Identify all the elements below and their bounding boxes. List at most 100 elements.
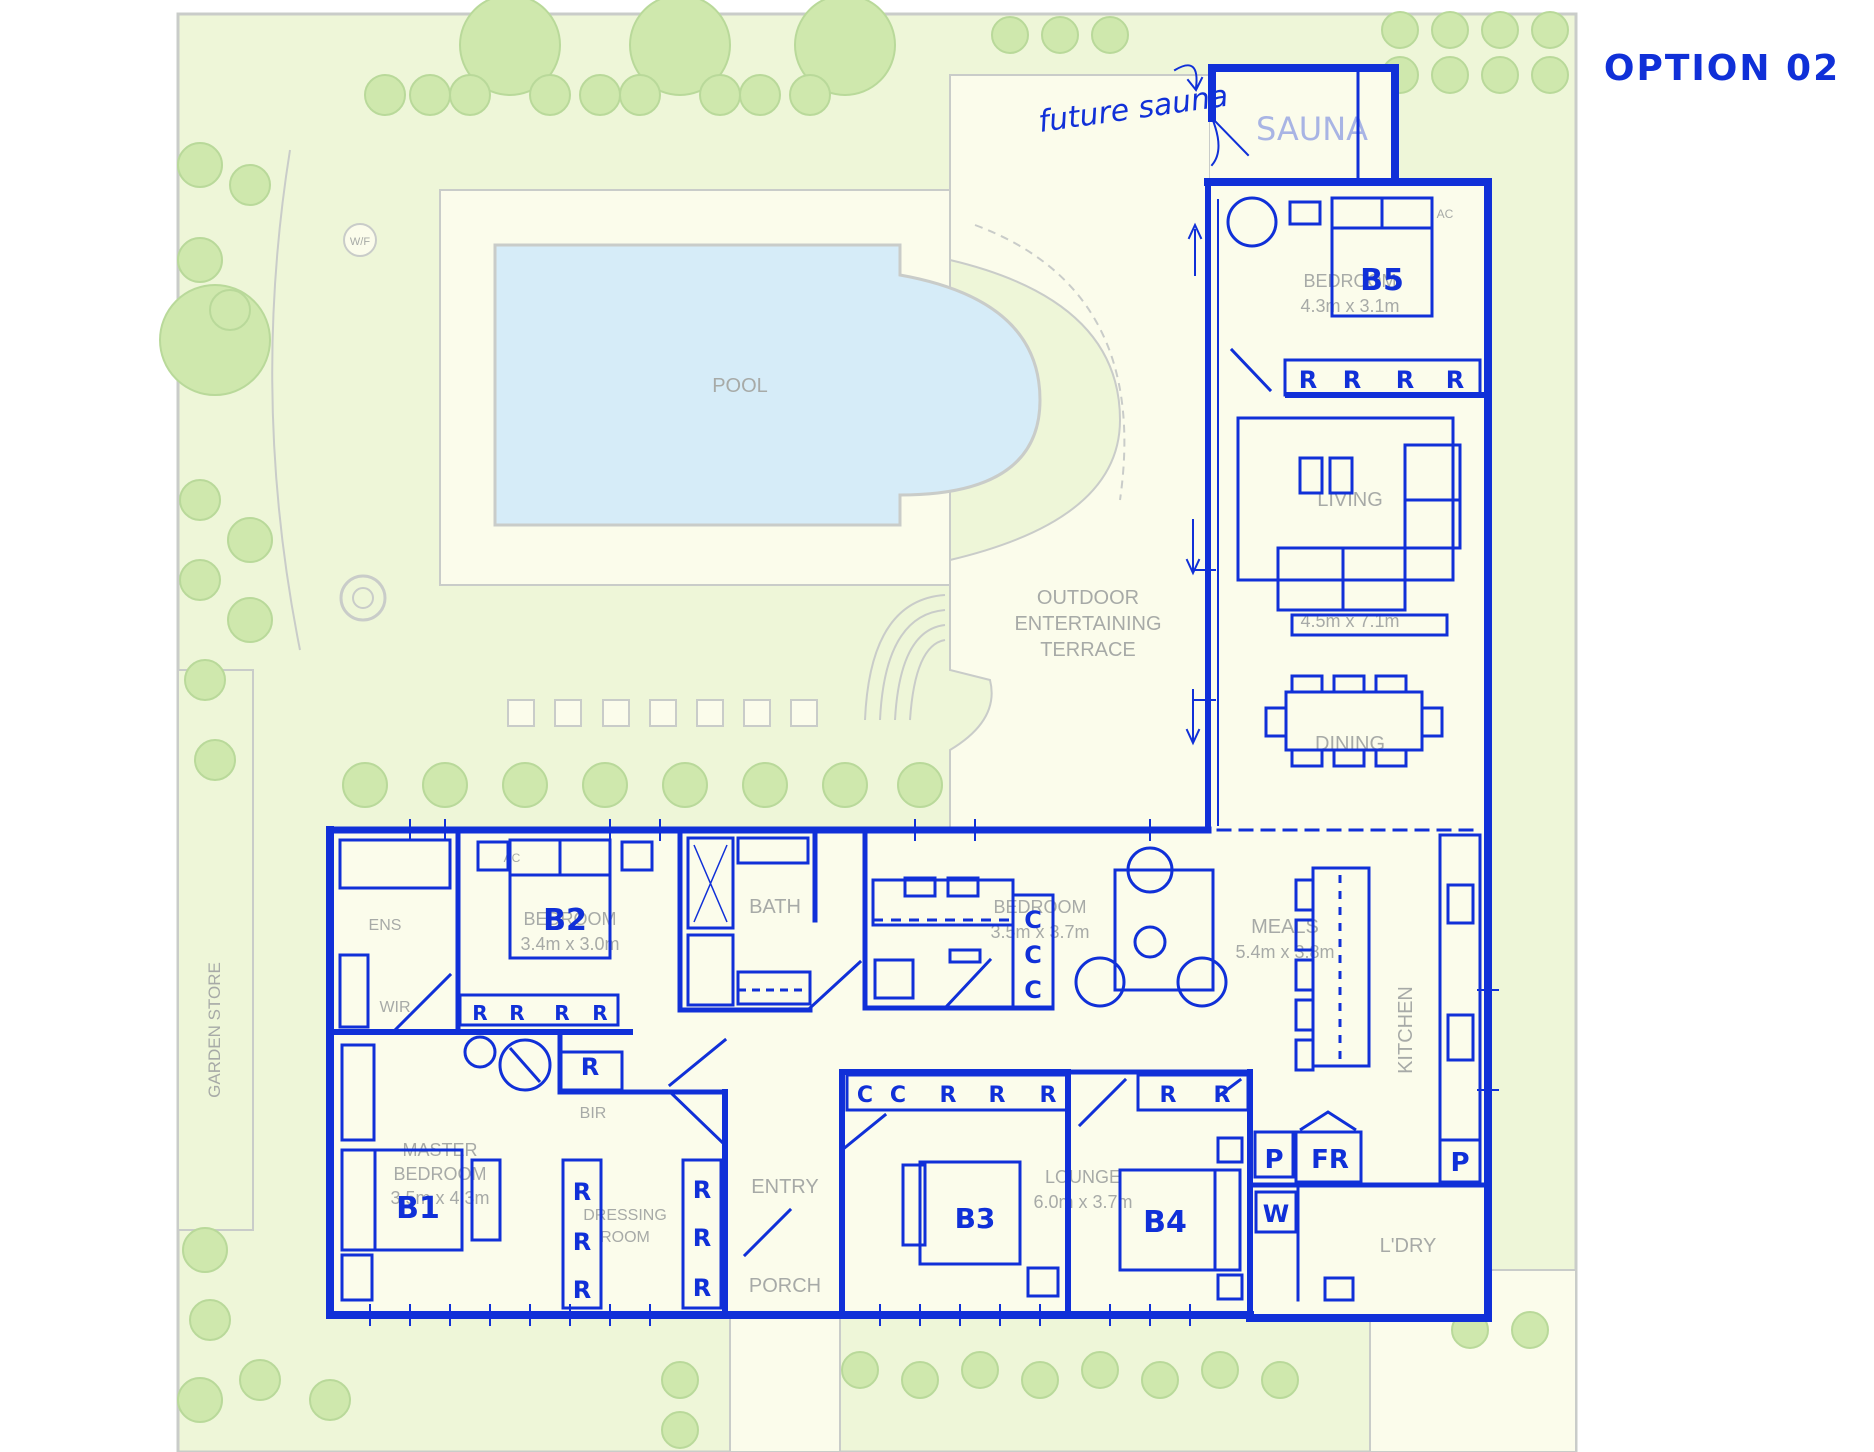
dressing-robe-east [681, 1158, 723, 1310]
garden-feature-core [352, 587, 374, 609]
fridge-label: FR [1311, 1145, 1349, 1175]
robe-label-dress-w3: R [573, 1276, 591, 1304]
robe-label-bir: R [581, 1053, 599, 1081]
sauna-door [1210, 116, 1250, 167]
marker-walls [326, 64, 1499, 1326]
meals-table [1113, 868, 1215, 992]
master-bed [340, 1148, 464, 1252]
b2-side-1 [476, 840, 510, 872]
robe-label-b3-c1: C [857, 1083, 873, 1108]
b2-label: B2 [543, 903, 587, 938]
kitchen-pantry-label: P [1450, 1148, 1469, 1178]
mid-desk-2 [873, 958, 915, 1000]
lounge-size: 6.0m x 3.7m [1033, 1192, 1132, 1212]
master-size: 3.5m x 4.3m [390, 1188, 489, 1208]
robe-label-b5-4: R [1446, 366, 1464, 394]
master-side [470, 1158, 502, 1242]
meals-chair-2 [1133, 925, 1167, 959]
bathtub [686, 836, 735, 930]
option-title: OPTION 02 [1604, 48, 1840, 89]
master-chair-line [508, 1047, 542, 1083]
master-drawer [340, 1253, 374, 1302]
bedroom-mid-label: BEDROOM [993, 897, 1086, 917]
meals-chair-1 [1126, 846, 1174, 894]
ens-shower [338, 838, 452, 890]
terrace-label-3: TERRACE [1040, 639, 1136, 661]
b4-label: B4 [1143, 1205, 1187, 1240]
terrace-steps [864, 594, 946, 721]
front-path [729, 1309, 841, 1452]
robe-label-dress-w2: R [573, 1228, 591, 1256]
ens-label: ENS [369, 917, 402, 934]
master-chair-small [463, 1035, 497, 1069]
master-chair-big [498, 1038, 552, 1092]
dining-chairs [1264, 674, 1444, 768]
terrace-label-1: OUTDOOR [1037, 587, 1139, 609]
b5-chair [1226, 196, 1278, 248]
robe-label-b5-2: R [1343, 366, 1361, 394]
fridge-roof [1299, 1110, 1357, 1132]
robe-label-mid-c2: C [1024, 941, 1042, 969]
kitchen-label: KITCHEN [1395, 986, 1417, 1074]
living-tv-unit [1290, 613, 1449, 637]
dressing-label-1: DRESSING [583, 1207, 667, 1224]
bir-label: BIR [580, 1105, 607, 1122]
b1-label: B1 [396, 1191, 440, 1226]
washer-label: W [1263, 1200, 1289, 1228]
ac-label-b2: AC [504, 851, 521, 865]
living-chair-1 [1298, 456, 1324, 495]
sauna-label: SAUNA [1256, 110, 1368, 148]
b4-drawers [1213, 1168, 1242, 1272]
garden-trees [159, 0, 1569, 1449]
garden-feature-ring [339, 574, 387, 622]
mid-drawer [948, 948, 982, 964]
robe-label-b5-1: R [1299, 366, 1317, 394]
bedroom-mid-size: 3.5m x 3.7m [990, 922, 1089, 942]
bath-label: BATH [749, 896, 801, 918]
laundry-label: L'DRY [1380, 1235, 1437, 1257]
robe-label-b3-r1: R [940, 1083, 957, 1108]
b4-robe-north [1136, 1073, 1250, 1112]
laundry-sink [1323, 1276, 1355, 1302]
water-feature-marker [343, 223, 377, 257]
b5-robe [1283, 358, 1482, 397]
b4-side-2 [1216, 1273, 1244, 1301]
stepping-stones [507, 699, 818, 727]
terrace-arc [974, 224, 1126, 501]
window-ticks [369, 569, 1499, 1326]
bath-shower [686, 933, 735, 1007]
b5-label: B5 [1360, 263, 1404, 298]
sauna-walls [1208, 64, 1399, 184]
entry-label: ENTRY [751, 1176, 818, 1198]
robe-label-dress-e1: R [693, 1176, 711, 1204]
meals-size: 5.4m x 3.8m [1235, 942, 1334, 962]
robe-label-b2-4: R [592, 1001, 607, 1025]
robe-label-b2-1: R [472, 1001, 487, 1025]
master-bir-robe [558, 1050, 624, 1092]
ens-vanity [338, 953, 370, 1029]
wf-label: W/F [350, 236, 370, 248]
pool-label: POOL [712, 375, 768, 397]
robe-label-b3-c2: C [890, 1083, 906, 1108]
b4-side-1 [1216, 1136, 1244, 1164]
meals-chair-4 [1176, 956, 1228, 1008]
fridge-box [1294, 1130, 1363, 1184]
wir-label: WIR [379, 999, 410, 1016]
east-wing-outer [1204, 178, 1492, 1322]
kitchen-sink [1446, 883, 1475, 925]
bedroom2-label: BEDROOM [523, 909, 616, 929]
robe-label-b3-r3: R [1040, 1083, 1057, 1108]
bath-vanity [736, 836, 810, 865]
sliding-arrows [1173, 64, 1204, 746]
porch-label: PORCH [749, 1275, 821, 1297]
pool [493, 243, 1042, 527]
terrace-paving [949, 74, 1211, 831]
robe-label-b2-3: R [554, 1001, 569, 1025]
dressing-label-2: ROOM [600, 1229, 650, 1246]
island-stools [1294, 878, 1315, 1072]
marker-furniture [338, 196, 1482, 1310]
mid-chair-1 [903, 876, 937, 898]
b3-side-box [1026, 1266, 1060, 1298]
mid-robe [1011, 893, 1055, 1009]
